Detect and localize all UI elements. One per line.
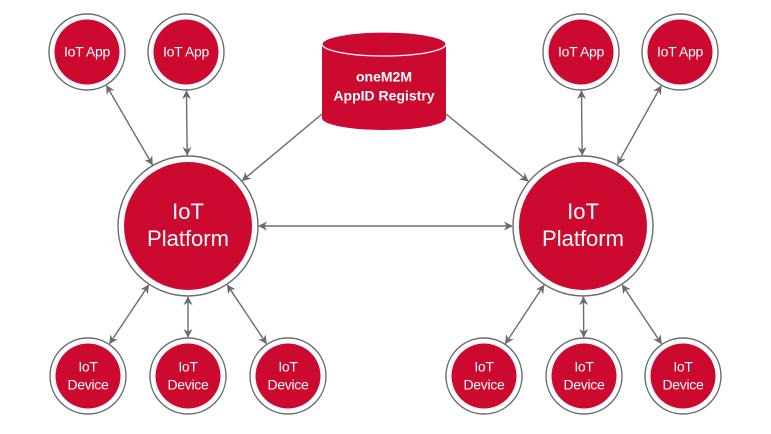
platform-label-line1: IoT	[172, 199, 204, 224]
device-label-line1: IoT	[574, 359, 594, 375]
device-circle	[55, 343, 121, 409]
device-node: IoT Device	[545, 337, 623, 415]
platform-node-left: IoT Platform	[117, 155, 259, 297]
app-label: IoT App	[657, 44, 703, 60]
device-node: IoT Device	[249, 337, 327, 415]
app-node: IoT App	[147, 13, 225, 91]
device-node: IoT Device	[445, 337, 523, 415]
connector-arrow-device-left-1-to-platform-left	[109, 284, 150, 345]
connector-arrow-registry-to-platform-left	[241, 113, 323, 182]
device-circle	[255, 343, 321, 409]
app-label: IoT App	[163, 44, 209, 60]
device-circle	[451, 343, 517, 409]
app-label: IoT App	[64, 44, 110, 60]
device-label-line2: Device	[564, 377, 606, 393]
device-circle	[155, 343, 221, 409]
app-circle	[647, 19, 713, 85]
registry-cylinder-top	[321, 31, 447, 57]
connector-arrow-app-left-1-to-platform-left	[105, 84, 153, 166]
platform-circle	[519, 162, 647, 290]
connector-arrow-app-right-2-to-platform-right	[616, 85, 662, 165]
connector-arrow-device-right-3-to-platform-right	[621, 284, 662, 345]
device-label-line1: IoT	[673, 359, 693, 375]
connector-arrow-device-left-3-to-platform-left	[226, 284, 267, 345]
device-label-line2: Device	[464, 377, 506, 393]
appid-registry-node: oneM2M AppID Registry	[321, 31, 447, 130]
app-circle	[153, 19, 219, 85]
device-label-line2: Device	[168, 377, 210, 393]
platform-label-line2: Platform	[542, 226, 624, 251]
connector-arrow-app-right-1-to-platform-right	[577, 90, 587, 156]
edges	[105, 84, 662, 345]
registry-cylinder-body	[322, 44, 446, 130]
device-label-line2: Device	[268, 377, 310, 393]
app-circle	[54, 19, 120, 85]
registry-label-line1: oneM2M	[356, 69, 412, 85]
connector-arrow-registry-to-platform-right	[445, 113, 529, 182]
platform-label-line2: Platform	[147, 226, 229, 251]
platform-node-right: IoT Platform	[512, 155, 654, 297]
app-node: IoT App	[641, 13, 719, 91]
platform-circle	[124, 162, 252, 290]
device-label-line1: IoT	[278, 359, 298, 375]
app-label: IoT App	[558, 44, 604, 60]
device-label-line1: IoT	[474, 359, 494, 375]
device-node: IoT Device	[149, 337, 227, 415]
registry-label-line2: AppID Registry	[333, 88, 434, 104]
device-node: IoT Device	[644, 337, 722, 415]
device-label-line1: IoT	[178, 359, 198, 375]
device-label-line2: Device	[68, 377, 110, 393]
device-node: IoT Device	[49, 337, 127, 415]
app-node: IoT App	[48, 13, 126, 91]
device-circle	[650, 343, 716, 409]
app-circle	[548, 19, 614, 85]
device-circle	[551, 343, 617, 409]
connector-arrow-device-right-1-to-platform-right	[504, 284, 545, 345]
device-label-line2: Device	[663, 377, 705, 393]
device-label-line1: IoT	[78, 359, 98, 375]
connector-arrow-app-left-2-to-platform-left	[182, 90, 192, 156]
app-node: IoT App	[542, 13, 620, 91]
platform-label-line1: IoT	[567, 199, 599, 224]
